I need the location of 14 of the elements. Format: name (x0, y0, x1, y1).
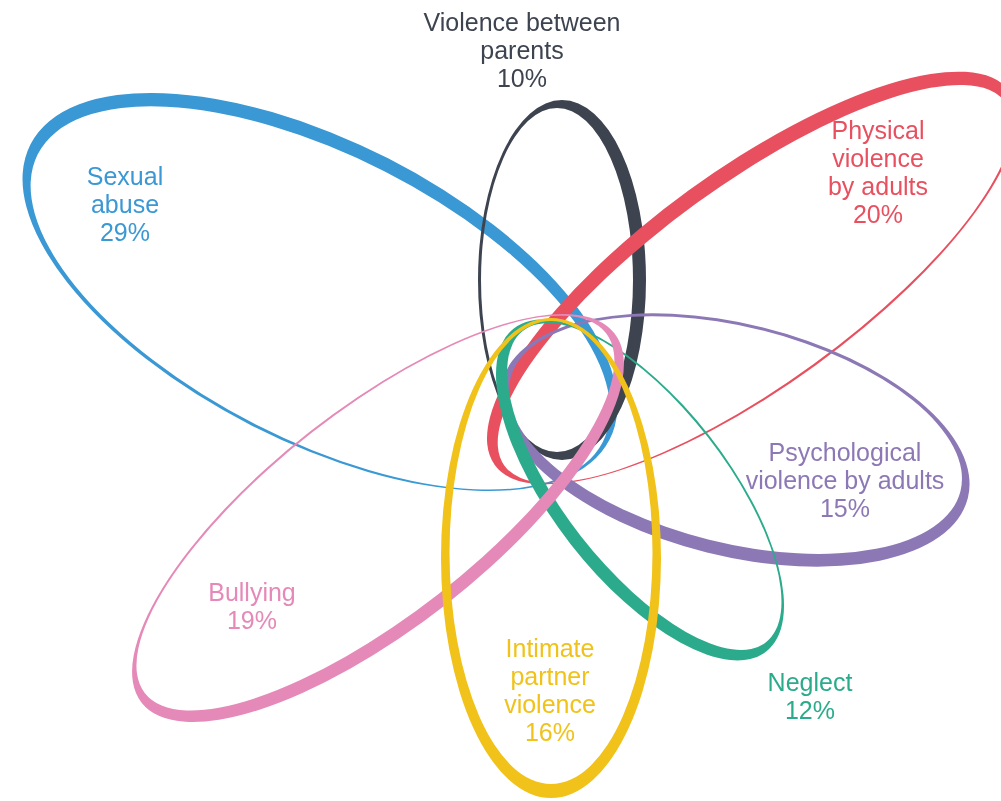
category-label: Psychological violence by adults (745, 438, 945, 494)
category-label: Sexual abuse (85, 162, 165, 218)
category-label: Bullying (207, 578, 297, 606)
percentage-label: 20% (851, 200, 904, 228)
percentage-label: 10% (495, 64, 548, 92)
percentage-label: 29% (98, 218, 151, 246)
category-label: Neglect (766, 668, 854, 696)
category-label: Intimate partner violence (503, 634, 597, 718)
percentage-label: 15% (818, 494, 871, 522)
category-label: Physical violence by adults (826, 116, 930, 200)
category-label: Violence between parents (422, 8, 622, 64)
percentage-label: 19% (225, 606, 278, 634)
percentage-label: 16% (523, 718, 576, 746)
percentage-label: 12% (783, 696, 836, 724)
